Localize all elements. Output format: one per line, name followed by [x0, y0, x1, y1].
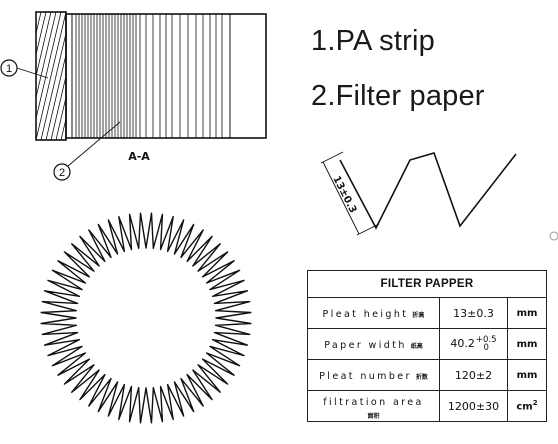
callout-2: 2 [53, 121, 121, 181]
filter-side-view [0, 11, 267, 141]
hatch-line [86, 12, 116, 140]
legend-pa-strip: 1.PA strip [311, 25, 435, 57]
table-title: FILTER PAPPER [307, 270, 547, 298]
callout-2-number: 2 [59, 167, 65, 179]
hatch-line [101, 12, 131, 140]
pleat-zigzag-detail: 13±0.3 [320, 151, 517, 236]
callout-1-number: 1 [6, 63, 12, 75]
section-label: A-A [128, 150, 150, 163]
row-unit-pleat-number: mm [507, 359, 547, 391]
hatch-line [36, 12, 52, 78]
pleat-dimension-text: 13±0.3 [330, 174, 358, 215]
pleated-ring-view [40, 212, 252, 424]
legend-filter-paper: 2.Filter paper [311, 80, 485, 112]
hatch-line [55, 95, 66, 140]
row-value-pleat-height: 13±0.3 [439, 297, 508, 329]
row-value-pleat-number: 120±2 [439, 359, 508, 391]
hatch-line [65, 138, 66, 140]
hatch-line [111, 12, 141, 140]
pleated-ring-path [40, 212, 252, 424]
hatch-line [1, 12, 31, 140]
hatch-line [36, 12, 47, 57]
pa-strip-hatch [0, 12, 141, 140]
hatch-line [40, 31, 66, 140]
hatch-line [0, 12, 26, 140]
hatch-line [50, 74, 66, 140]
row-unit-paper-width: mm [507, 328, 547, 360]
pleat-zigzag [339, 152, 517, 230]
hatch-line [71, 12, 101, 140]
pleat-lines [75, 13, 223, 139]
hatch-line [36, 12, 66, 140]
hatch-line [96, 12, 126, 140]
row-unit-filtration-area: cm2 [507, 390, 547, 422]
row-unit-pleat-height: mm [507, 297, 547, 329]
hatch-line [36, 12, 62, 121]
hatch-line [81, 12, 111, 140]
edge-marker [549, 231, 558, 241]
row-value-filtration-area: 1200±30 [439, 390, 508, 422]
dimension-line [322, 161, 360, 235]
hatch-line [45, 52, 66, 140]
callout-1: 1 [0, 59, 49, 79]
